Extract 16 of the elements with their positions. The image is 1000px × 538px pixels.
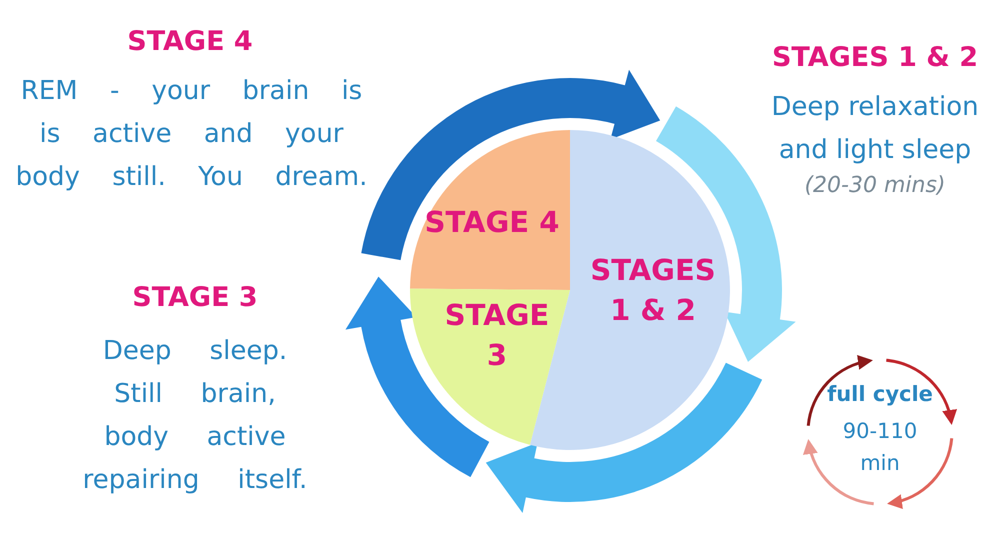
stage-description: REM - your brain is is active and your body still. You dream. bbox=[14, 75, 368, 194]
slice-label: STAGES 1 & 2 bbox=[589, 252, 717, 329]
stage-description: Deep relaxation and light sleep bbox=[770, 91, 980, 167]
cycle-arrow bbox=[345, 276, 490, 478]
slice-label: STAGE 3 bbox=[444, 297, 550, 374]
stage-heading: STAGES 1 & 2 bbox=[770, 41, 980, 75]
stage-heading: STAGE 4 bbox=[126, 25, 254, 59]
stage-duration: (20-30 mins) bbox=[803, 172, 947, 200]
cycle-arrow bbox=[486, 362, 762, 514]
slice-label: STAGE 4 bbox=[424, 204, 560, 241]
cycle-arrow bbox=[361, 70, 660, 260]
stage-description: Deep sleep. Still brain, body active repairing itself. bbox=[82, 335, 308, 497]
cycle-arrow bbox=[656, 106, 796, 362]
stage-heading: STAGE 3 bbox=[131, 281, 259, 315]
cycle-duration: 90-110 min bbox=[842, 418, 918, 477]
cycle-title: full cycle bbox=[826, 381, 934, 408]
